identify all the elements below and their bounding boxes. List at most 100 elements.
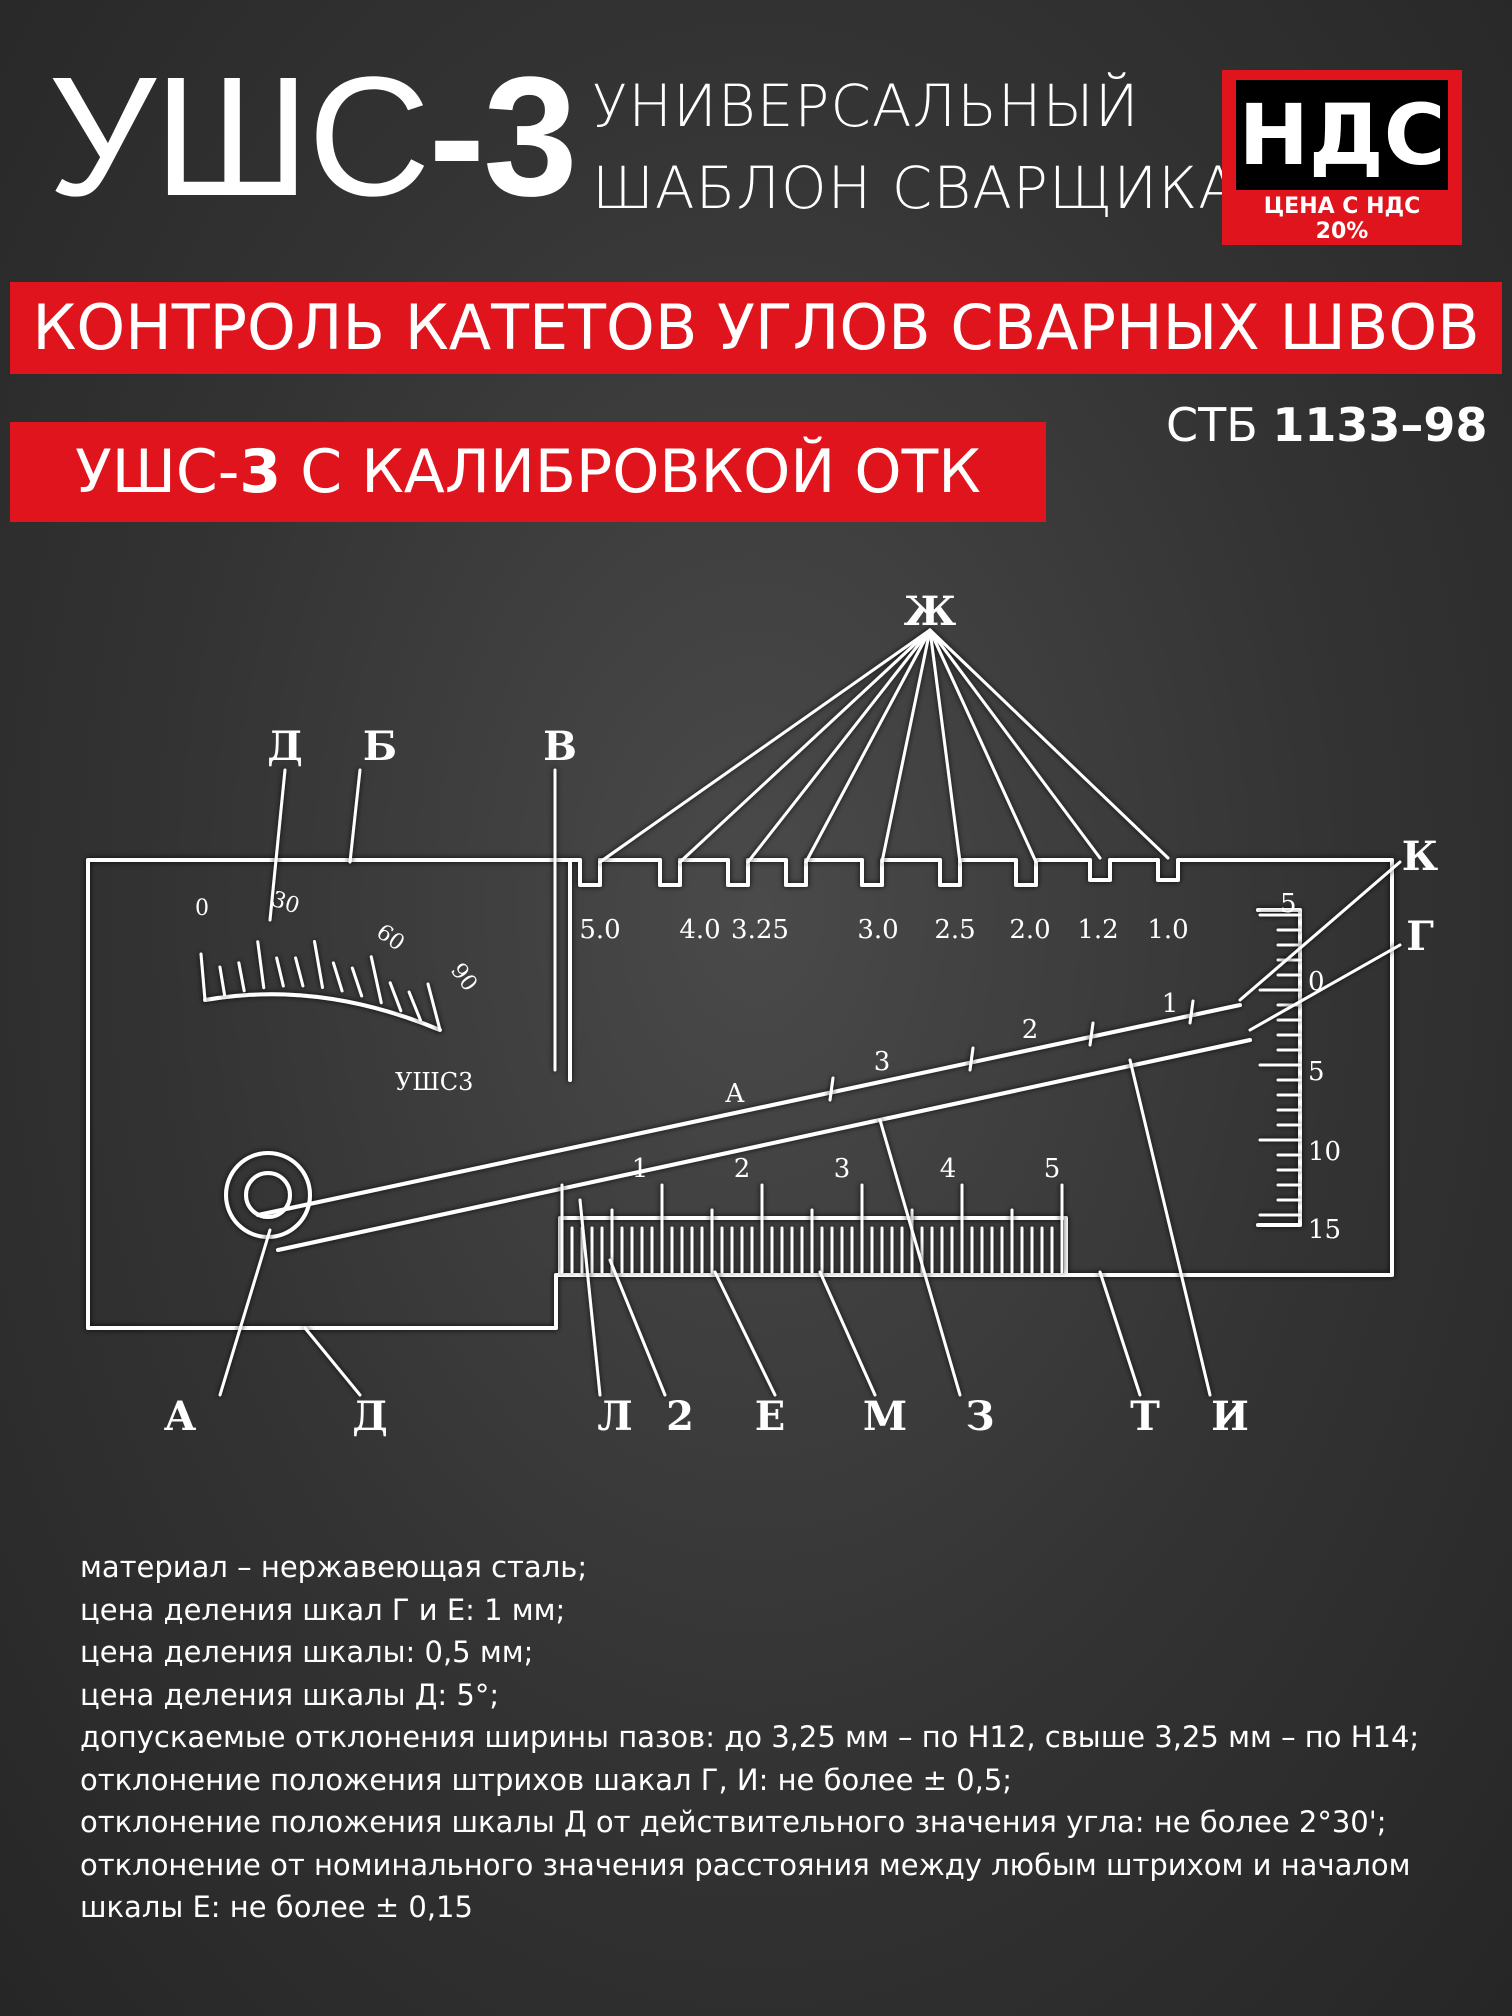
- letter-label: З: [966, 1393, 995, 1440]
- fan-line: [928, 628, 1170, 860]
- fan-line: [928, 628, 962, 864]
- angle-tick: [237, 961, 246, 993]
- fan-line: [746, 628, 932, 864]
- fan-line: [880, 628, 932, 864]
- pivot-hole: [244, 1171, 292, 1219]
- fan-line: [804, 628, 932, 864]
- slot-label: 3.25: [731, 915, 789, 945]
- calibration-bold: 3: [239, 437, 282, 507]
- slot-label: 2.5: [934, 915, 975, 945]
- slot-label: 1.0: [1147, 915, 1188, 945]
- angle-tick: [256, 940, 266, 990]
- calibration-prefix: УШС-: [75, 437, 240, 507]
- vat-badge-title: НДС: [1236, 80, 1448, 190]
- leader-line: [713, 1270, 777, 1397]
- letter-label: К: [1402, 833, 1438, 880]
- arm-number: 2: [1022, 1015, 1039, 1045]
- leader-line: [818, 1270, 877, 1397]
- arm-number: 3: [874, 1047, 891, 1077]
- letter-label: Е: [755, 1393, 786, 1440]
- arm-tick: [1188, 999, 1195, 1025]
- angle-tick: [275, 956, 285, 988]
- logo-text: УШС: [48, 42, 431, 232]
- angle-tick: [313, 940, 324, 989]
- lower-number: 1: [632, 1154, 649, 1184]
- leader-line: [1248, 943, 1402, 1032]
- letter-label: В: [543, 723, 577, 770]
- side-number: 0: [1308, 967, 1325, 997]
- arm-ticks: [828, 999, 1195, 1102]
- leader-line: [303, 1326, 362, 1397]
- letter-label: Б: [363, 723, 397, 770]
- vat-note-line-2: 20%: [1315, 219, 1369, 244]
- side-number: 15: [1308, 1215, 1341, 1245]
- vat-note-line-1: ЦЕНА С НДС: [1263, 194, 1421, 219]
- vat-badge-note: ЦЕНА С НДС 20%: [1222, 194, 1462, 244]
- lower-number: 4: [940, 1154, 957, 1184]
- letter-label: Ж: [904, 588, 957, 635]
- arm-number: 1: [1162, 989, 1179, 1019]
- standard-number: 1133–98: [1272, 398, 1488, 452]
- spec-item: отклонение положения шкалы Д от действит…: [80, 1805, 1387, 1839]
- arm-tick: [1088, 1021, 1095, 1047]
- spec-item: цена деления шкалы Д: 5°;: [80, 1677, 500, 1712]
- logo-number: -3: [428, 42, 578, 232]
- spec-list: материал – нержавеющая сталь; цена делен…: [80, 1546, 1480, 1929]
- angle-tick: [199, 952, 207, 1002]
- angle-mark-label: 90: [445, 959, 482, 996]
- slot-label: 1.2: [1077, 915, 1118, 945]
- letter-label: Л: [597, 1393, 632, 1440]
- fan-line: [678, 628, 932, 864]
- angle-tick: [331, 961, 344, 993]
- fan-line: [928, 628, 1038, 864]
- linear-scale-ticks: [560, 1183, 1064, 1274]
- standard-prefix: СТБ: [1166, 398, 1273, 452]
- side-number: 5: [1308, 1057, 1325, 1087]
- leader-line: [878, 1118, 962, 1397]
- subtitle-line-1: УНИВЕРСАЛЬНЫЙ: [592, 72, 1140, 140]
- angle-mark-label: 0: [195, 896, 209, 921]
- letter-label: 2: [666, 1393, 694, 1440]
- angle-tick: [294, 956, 305, 988]
- arm-tick: [828, 1076, 835, 1102]
- calibration-suffix: С КАЛИБРОВКОЙ ОТК: [281, 437, 981, 507]
- leader-line: [1238, 860, 1402, 1002]
- letter-label: И: [1211, 1393, 1249, 1440]
- angle-tick: [369, 955, 383, 1005]
- lower-number: 5: [1044, 1154, 1061, 1184]
- lower-number: 3: [834, 1154, 851, 1184]
- angle-tick: [426, 982, 442, 1032]
- spec-item: цена деления шкалы: 0,5 мм;: [80, 1635, 534, 1669]
- angle-tick: [388, 981, 403, 1013]
- letter-label: Д: [267, 723, 303, 770]
- fan-line: [598, 628, 932, 864]
- spec-item: отклонение от номинального значения расс…: [80, 1847, 1411, 1882]
- angle-mark-label: 60: [371, 920, 408, 957]
- angle-tick: [218, 965, 227, 997]
- product-logo: УШС-3: [48, 52, 578, 222]
- leader-lines: [218, 768, 1402, 1397]
- slot-label: 3.0: [857, 915, 898, 945]
- standard-label: СТБ 1133–98: [1166, 398, 1487, 452]
- slot-label: 4.0: [679, 915, 720, 945]
- leader-line: [1098, 1270, 1142, 1397]
- leader-line: [578, 1198, 602, 1397]
- pivot-arm: [256, 1003, 1252, 1252]
- leader-line: [218, 1228, 272, 1397]
- leader-line: [1128, 1058, 1212, 1397]
- arm-tick: [968, 1046, 975, 1072]
- spec-item: допускаемые отклонения ширины пазов: до …: [80, 1720, 1420, 1754]
- leader-line: [268, 768, 287, 922]
- letter-label: А: [164, 1393, 197, 1440]
- main-banner: КОНТРОЛЬ КАТЕТОВ УГЛОВ СВАРНЫХ ШВОВ: [10, 282, 1502, 374]
- spec-item: материал – нержавеющая сталь;: [80, 1550, 588, 1584]
- template-body: [86, 858, 1394, 1330]
- letter-label: Д: [352, 1393, 388, 1440]
- spec-item: цена деления шкал Г и Е: 1 мм;: [80, 1592, 566, 1627]
- template-stamp: УШС3: [395, 1068, 473, 1096]
- side-scale-ticks: [1258, 913, 1302, 1217]
